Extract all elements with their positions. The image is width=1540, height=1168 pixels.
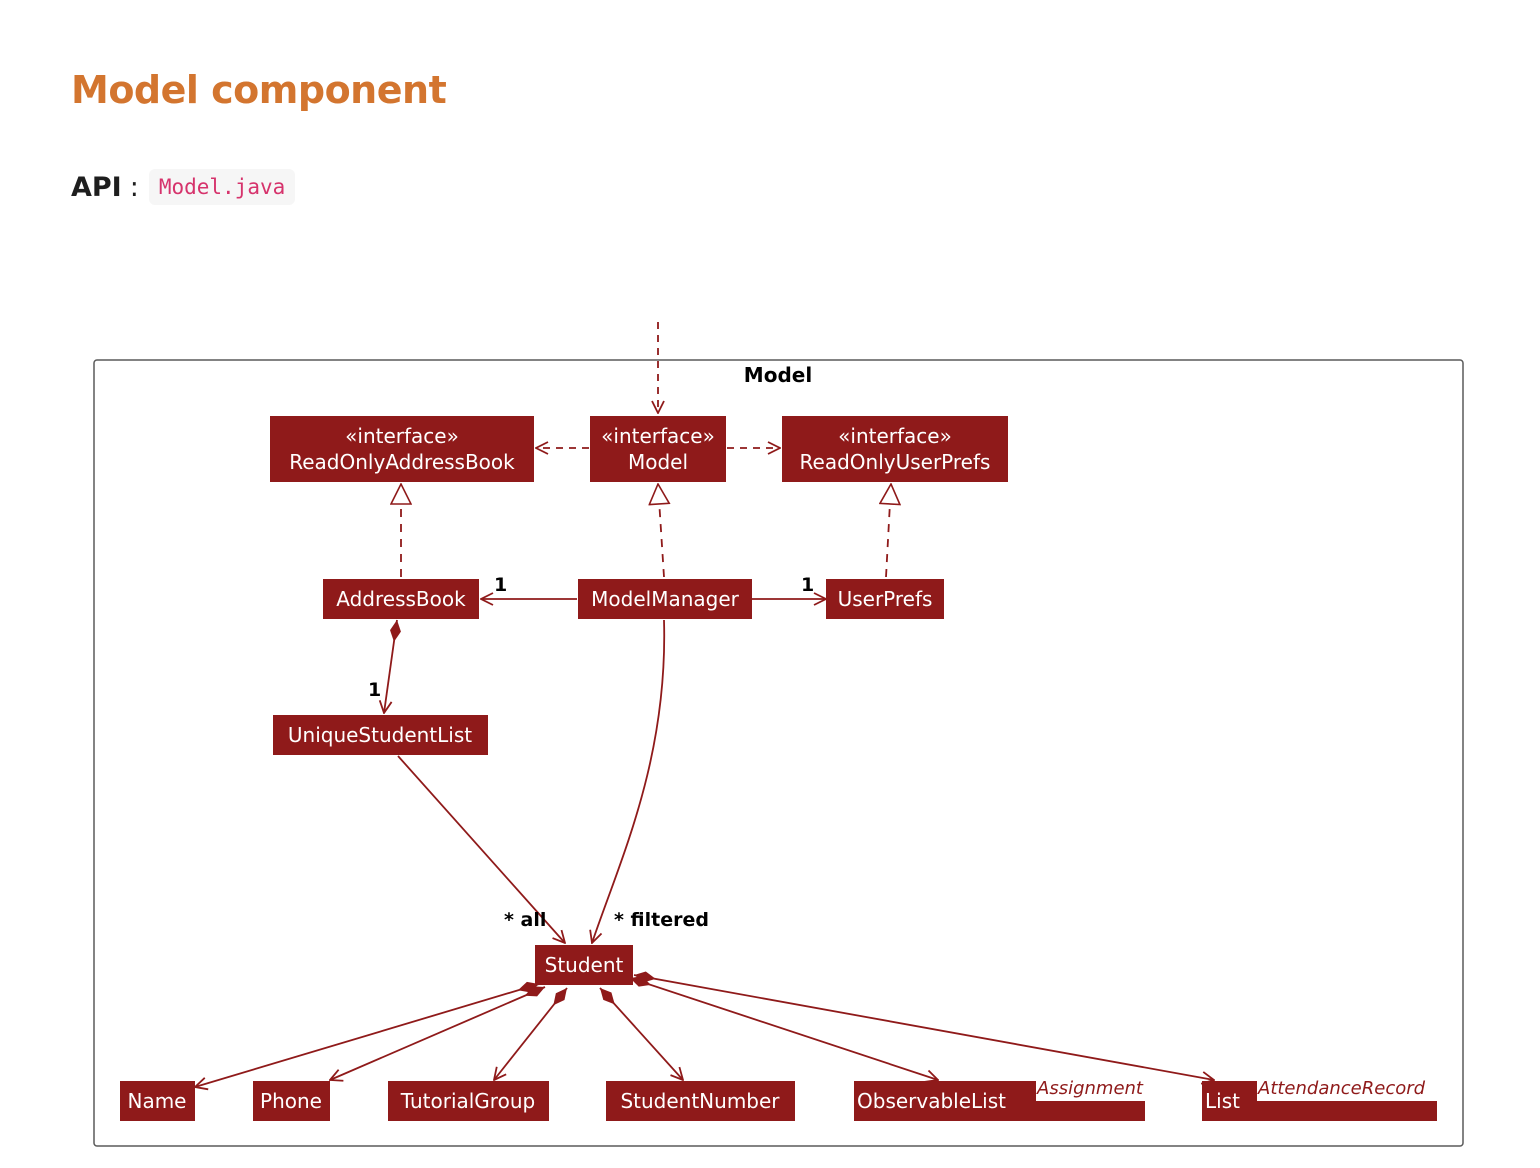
class-name-label: TutorialGroup — [400, 1089, 535, 1113]
multiplicity-student-all: * all — [504, 909, 546, 931]
class-userprefs: UserPrefs — [826, 579, 944, 619]
class-name-label: AddressBook — [336, 587, 466, 611]
class-name-label: ReadOnlyAddressBook — [289, 450, 515, 474]
class-name-label: UniqueStudentList — [288, 723, 472, 747]
edge-student-to-phone — [330, 986, 546, 1080]
edge-addressbook-to-uniquestudentlist — [384, 619, 397, 713]
class-name-label: Student — [545, 953, 624, 977]
api-line: API : Model.java — [71, 167, 296, 207]
class-uniquestudentlist: UniqueStudentList — [273, 715, 488, 755]
class-student: Student — [535, 945, 633, 985]
stereotype-label: «interface» — [838, 424, 952, 448]
edge-userprefs-realizes — [886, 484, 891, 578]
edge-student-to-name — [195, 984, 540, 1087]
stereotype-label: «interface» — [601, 424, 715, 448]
multiplicity-uniquestudentlist: 1 — [368, 679, 381, 701]
class-observablelist: ObservableList Assignment — [854, 1078, 1146, 1121]
class-tutorialgroup: TutorialGroup — [388, 1081, 549, 1121]
api-label: API — [71, 171, 122, 203]
class-phone: Phone — [253, 1081, 330, 1121]
multiplicity-addressbook: 1 — [494, 574, 507, 596]
class-name: Name — [120, 1081, 195, 1121]
multiplicity-userprefs: 1 — [801, 574, 814, 596]
class-name-label: Name — [127, 1089, 186, 1113]
api-link[interactable]: Model.java — [148, 169, 296, 205]
class-name-label: ReadOnlyUserPrefs — [800, 450, 991, 474]
model-package-frame — [93, 359, 1464, 1147]
class-name-label: Model — [628, 450, 688, 474]
class-studentnumber: StudentNumber — [606, 1081, 795, 1121]
class-list: List AttendanceRecord — [1202, 1078, 1439, 1121]
model-package-label: Model — [744, 363, 812, 387]
class-name-label: Phone — [260, 1089, 322, 1113]
class-modelmanager: ModelManager — [578, 579, 752, 619]
edge-student-to-list — [633, 975, 1214, 1080]
page-title: Model component — [71, 68, 447, 112]
edge-modelmanager-to-student — [592, 619, 666, 943]
stereotype-label: «interface» — [345, 424, 459, 448]
multiplicity-student-filtered: * filtered — [614, 909, 709, 931]
class-name-label: StudentNumber — [620, 1089, 780, 1113]
edge-student-to-tutorialgroup — [494, 987, 568, 1080]
generic-type-label: Assignment — [1036, 1078, 1144, 1099]
edge-modelmanager-realizes — [658, 484, 664, 578]
class-readonlyuserprefs: «interface» ReadOnlyUserPrefs — [782, 416, 1008, 482]
generic-type-label: AttendanceRecord — [1257, 1078, 1426, 1099]
class-model: «interface» Model — [590, 416, 726, 482]
class-name-label: ModelManager — [591, 587, 739, 611]
class-name-label: List — [1205, 1089, 1240, 1113]
edge-uniquestudentlist-to-student — [397, 755, 565, 943]
api-separator: : — [129, 171, 139, 203]
edge-student-to-observablelist — [629, 978, 938, 1080]
class-addressbook: AddressBook — [323, 579, 479, 619]
class-name-label: UserPrefs — [838, 587, 933, 611]
class-name-label: ObservableList — [857, 1089, 1006, 1113]
class-readonlyaddressbook: «interface» ReadOnlyAddressBook — [270, 416, 534, 482]
edge-student-to-studentnumber — [599, 987, 683, 1080]
